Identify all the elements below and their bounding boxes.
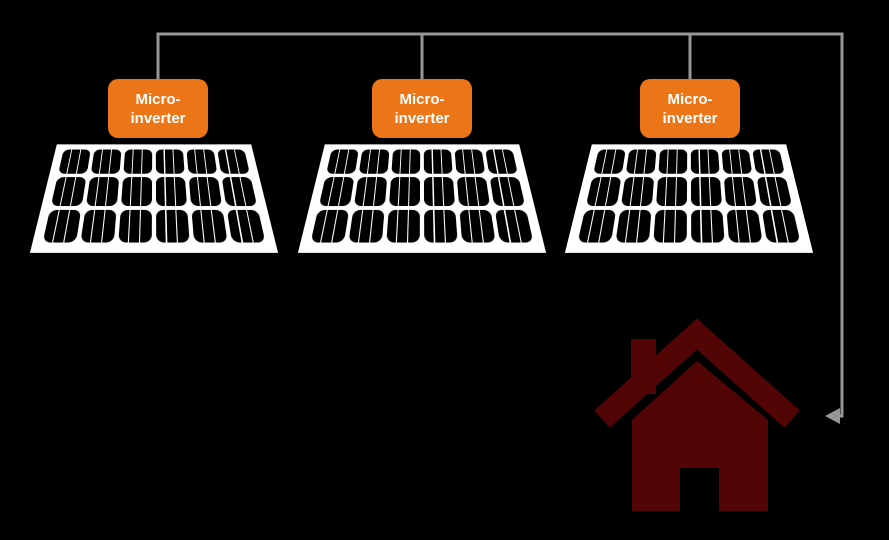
panel-cell xyxy=(585,177,622,206)
solar-panel-1-cells xyxy=(42,149,266,243)
panel-cell xyxy=(690,177,722,206)
solar-panel-2-cells xyxy=(310,149,534,243)
panel-cell xyxy=(85,177,120,206)
panel-cell xyxy=(593,149,626,175)
panel-cell xyxy=(58,149,91,175)
panel-cell xyxy=(353,177,388,206)
micro-inverter-label-2-line-1: Micro- xyxy=(399,90,445,108)
panel-cell xyxy=(155,177,187,206)
panel-cell xyxy=(723,177,758,206)
panel-cell xyxy=(726,209,763,243)
panel-cell xyxy=(756,177,793,206)
panel-cell xyxy=(454,149,486,175)
micro-inverter-label-3-line-2: inverter xyxy=(662,109,718,127)
panel-cell xyxy=(358,149,390,175)
panel-cell xyxy=(191,209,228,243)
panel-cell xyxy=(389,177,421,206)
panel-cell xyxy=(80,209,117,243)
panel-cell xyxy=(318,177,355,206)
panel-cell xyxy=(489,177,526,206)
solar-panel-icon-1 xyxy=(29,144,279,253)
arrow-left-icon xyxy=(825,408,840,424)
panel-cell xyxy=(118,209,152,243)
panel-cell xyxy=(155,149,185,175)
panel-cell xyxy=(42,209,82,243)
solar-panel-3-cells xyxy=(577,149,801,243)
micro-inverter-label-2-line-2: inverter xyxy=(394,109,450,127)
panel-cell xyxy=(456,177,491,206)
micro-inverter-label-1: Micro- inverter xyxy=(108,79,208,138)
panel-cell xyxy=(310,209,350,243)
panel-cell xyxy=(485,149,518,175)
panel-cell xyxy=(690,149,720,175)
panel-cell xyxy=(90,149,122,175)
panel-cell xyxy=(50,177,87,206)
micro-inverter-label-2: Micro- inverter xyxy=(372,79,472,138)
house-roof xyxy=(594,318,800,428)
solar-panel-icon-2 xyxy=(297,144,547,253)
solar-panel-icon-3 xyxy=(564,144,814,253)
panel-cell xyxy=(423,149,453,175)
panel-cell xyxy=(123,149,153,175)
panel-cell xyxy=(653,209,687,243)
micro-inverter-label-1-line-2: inverter xyxy=(130,109,186,127)
panel-cell xyxy=(391,149,421,175)
panel-cell xyxy=(423,177,455,206)
micro-inverter-label-3-line-1: Micro- xyxy=(667,90,713,108)
house-icon xyxy=(594,318,800,512)
micro-inverter-label-1-line-1: Micro- xyxy=(135,90,181,108)
panel-cell xyxy=(625,149,657,175)
panel-cell xyxy=(348,209,385,243)
wiring xyxy=(156,32,844,424)
panel-cell xyxy=(156,209,190,243)
micro-inverter-label-3: Micro- inverter xyxy=(640,79,740,138)
house-body xyxy=(632,361,768,511)
panel-cell xyxy=(752,149,785,175)
wire-bus-to-house xyxy=(156,32,844,418)
panel-cell xyxy=(658,149,688,175)
panel-cell xyxy=(459,209,496,243)
panel-cell xyxy=(691,209,725,243)
panel-cell xyxy=(226,209,266,243)
panel-cell xyxy=(615,209,652,243)
panel-cell xyxy=(577,209,617,243)
house-door xyxy=(680,468,719,512)
panel-cell xyxy=(326,149,359,175)
panel-cell xyxy=(761,209,801,243)
panel-cell xyxy=(188,177,223,206)
panel-cell xyxy=(121,177,153,206)
panel-cell xyxy=(494,209,534,243)
panel-cell xyxy=(217,149,250,175)
panel-cell xyxy=(221,177,258,206)
panel-cell xyxy=(620,177,655,206)
panel-cell xyxy=(186,149,218,175)
panel-cell xyxy=(386,209,420,243)
panel-cell xyxy=(424,209,458,243)
panel-cell xyxy=(721,149,753,175)
panel-cell xyxy=(656,177,688,206)
